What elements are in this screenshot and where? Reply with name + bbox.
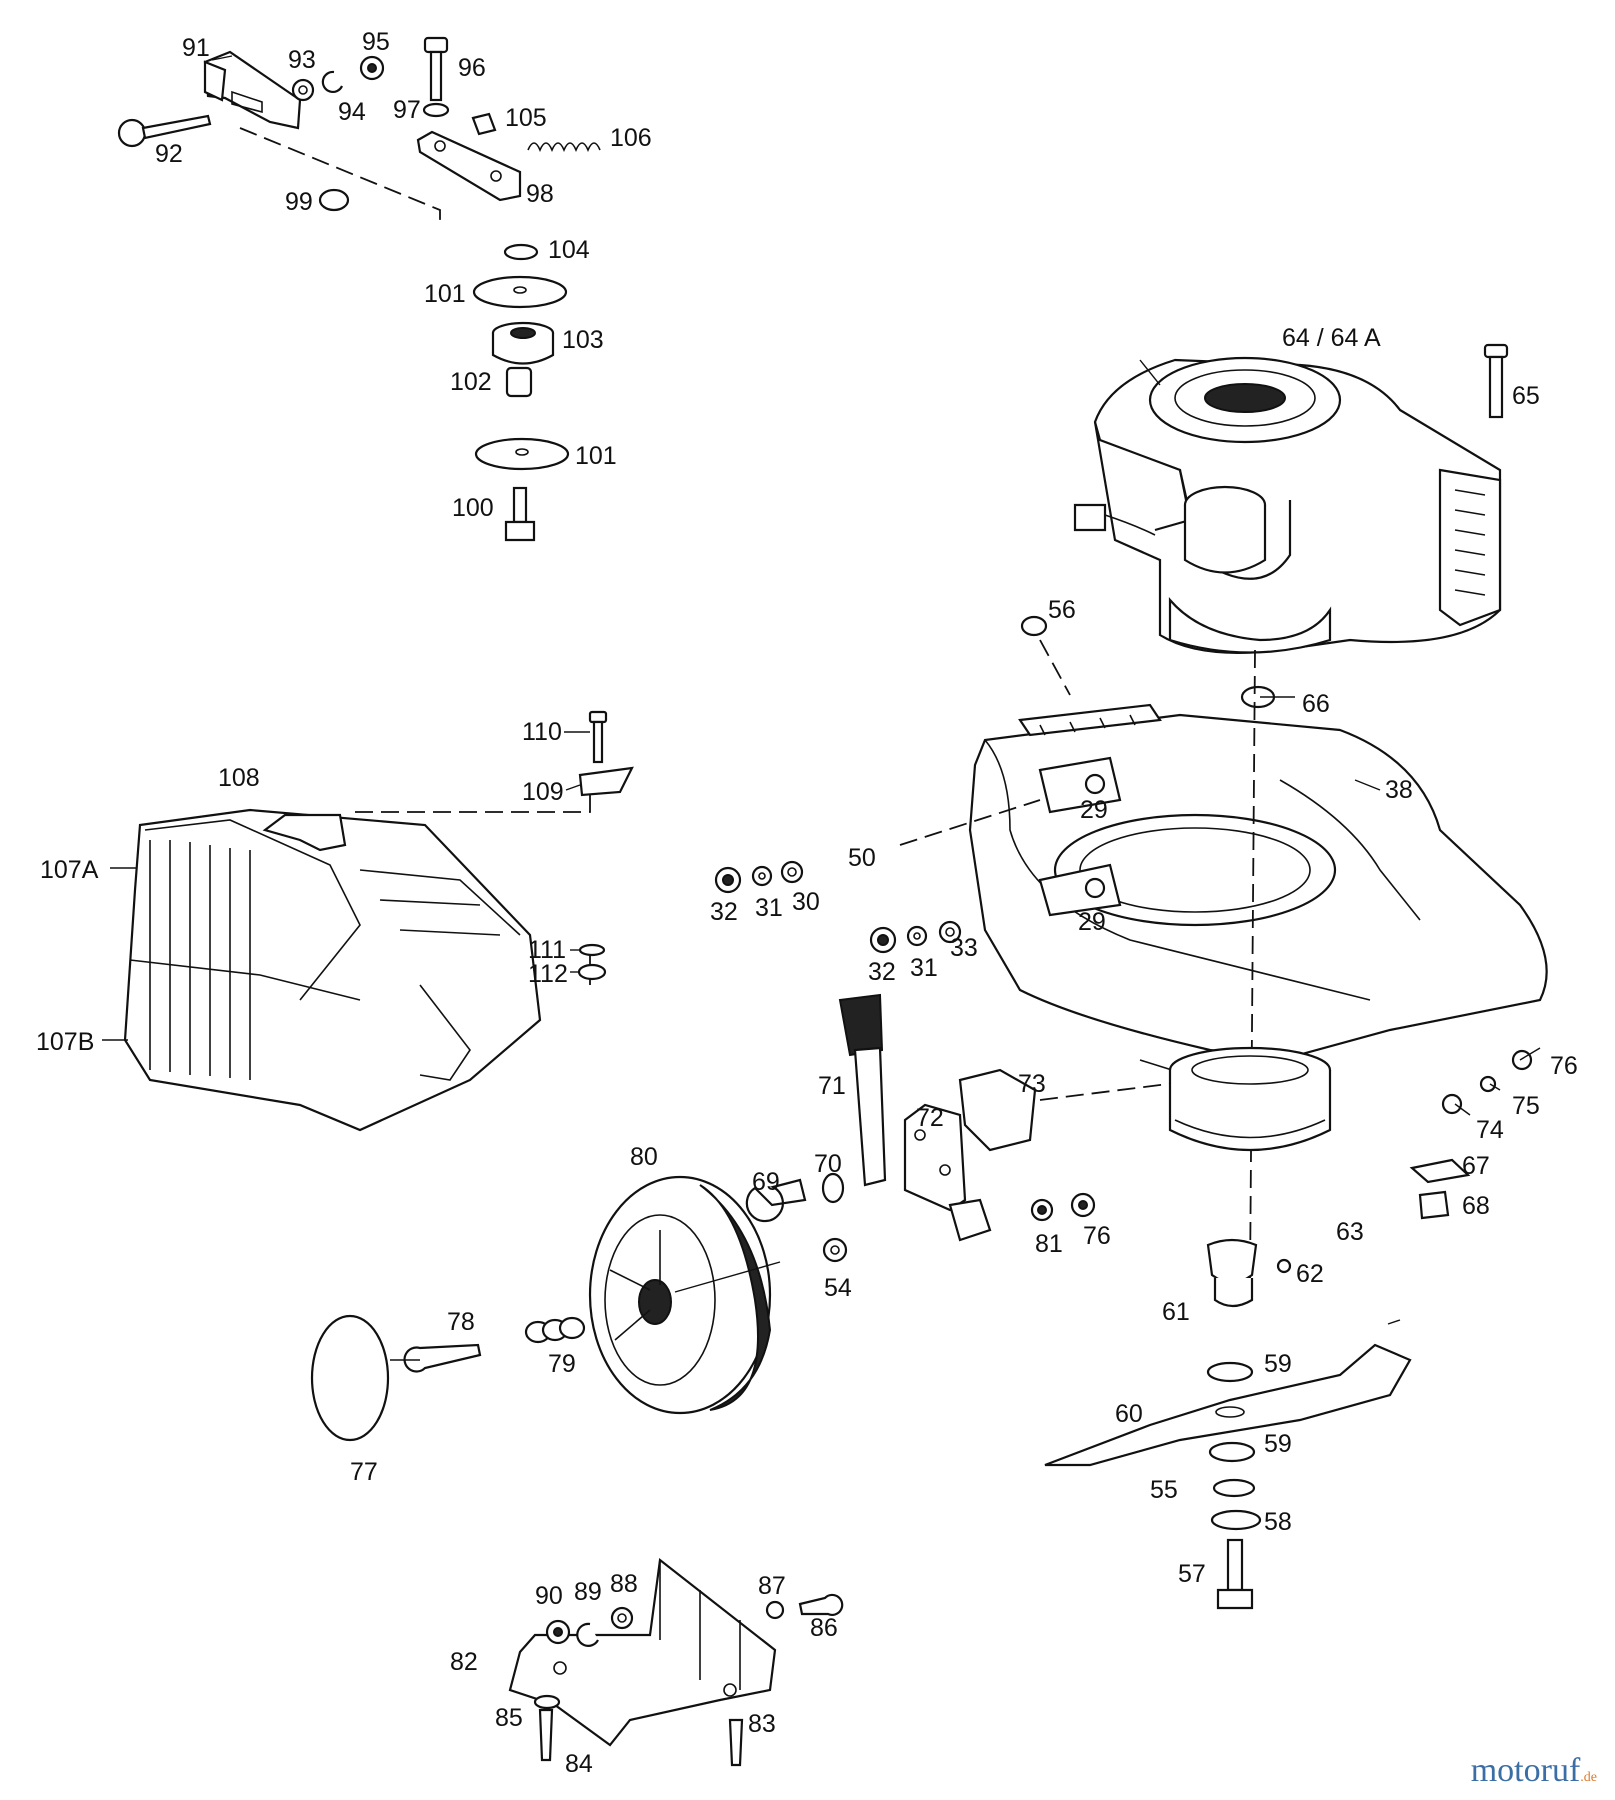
label-111: 111 [528,936,566,964]
part-labels: 91 92 93 94 95 96 97 98 99 105 106 104 1… [36,28,1578,1778]
label-100: 100 [452,494,494,522]
label-68: 68 [1462,1192,1490,1220]
label-81: 81 [1035,1230,1063,1258]
watermark-name: motoruf [1470,1752,1581,1789]
label-76-center: 76 [1083,1222,1111,1250]
label-32-left: 32 [710,898,738,926]
label-30: 30 [792,888,820,916]
label-59-bottom: 59 [1264,1430,1292,1458]
rear-deflector [508,1557,844,1767]
label-32-right: 32 [868,958,896,986]
label-106: 106 [610,124,652,152]
label-88: 88 [610,1570,638,1598]
label-64: 64 / 64 A [1282,324,1381,352]
label-107A: 107A [40,856,99,884]
label-94: 94 [338,98,366,126]
label-54: 54 [824,1274,852,1302]
label-104: 104 [548,236,590,264]
deck-housing [968,615,1548,1281]
label-65: 65 [1512,382,1540,410]
label-84: 84 [565,1750,593,1778]
label-91: 91 [182,34,210,62]
label-59-top: 59 [1264,1350,1292,1378]
label-101-top: 101 [424,280,466,308]
label-89: 89 [574,1578,602,1606]
label-79: 79 [548,1350,576,1378]
label-95: 95 [362,28,390,56]
label-85: 85 [495,1704,523,1732]
label-76-right: 76 [1550,1052,1578,1080]
label-98: 98 [526,180,554,208]
label-61: 61 [1162,1298,1190,1326]
wheel-height-lever [745,993,1201,1263]
label-60: 60 [1115,1400,1143,1428]
leader-lines [102,55,1541,1325]
label-56: 56 [1048,596,1076,624]
label-109: 109 [522,778,564,806]
label-80: 80 [630,1143,658,1171]
label-63: 63 [1336,1218,1364,1246]
label-69: 69 [752,1168,780,1196]
label-97: 97 [393,96,421,124]
label-72: 72 [916,1104,944,1132]
label-82: 82 [450,1648,478,1676]
label-86: 86 [810,1614,838,1642]
label-57: 57 [1178,1560,1206,1588]
label-62: 62 [1296,1260,1324,1288]
watermark-tld: .de [1580,1770,1597,1785]
label-33: 33 [950,934,978,962]
height-adjust-assembly [117,36,601,542]
engine [1073,343,1509,654]
label-77: 77 [350,1458,378,1486]
label-107B: 107B [36,1028,94,1056]
label-92: 92 [155,140,183,168]
blade-assembly [1044,1046,1533,1610]
label-99: 99 [285,188,313,216]
label-93: 93 [288,46,316,74]
label-74: 74 [1476,1116,1504,1144]
label-101-bottom: 101 [575,442,617,470]
label-58: 58 [1264,1508,1292,1536]
wheel [310,1175,781,1442]
label-38: 38 [1385,776,1413,804]
label-31-right: 31 [910,954,938,982]
label-87: 87 [758,1572,786,1600]
label-90: 90 [535,1582,563,1610]
label-102: 102 [450,368,492,396]
fastener-group-left [714,799,1041,954]
grass-catcher [123,710,634,1132]
label-96: 96 [458,54,486,82]
label-29-bottom: 29 [1078,908,1106,936]
label-112: 112 [528,960,568,988]
watermark-logo: motoruf.de [1471,1752,1597,1790]
label-55: 55 [1150,1476,1178,1504]
label-67: 67 [1462,1152,1490,1180]
label-29-top: 29 [1080,796,1108,824]
label-66: 66 [1302,690,1330,718]
label-71: 71 [818,1072,846,1100]
label-70: 70 [814,1150,842,1178]
label-31-left: 31 [755,894,783,922]
label-105: 105 [505,104,547,132]
label-108: 108 [218,764,260,792]
label-83: 83 [748,1710,776,1738]
label-50: 50 [848,844,876,872]
label-73: 73 [1018,1070,1046,1098]
label-78: 78 [447,1308,475,1336]
label-75: 75 [1512,1092,1540,1120]
label-103: 103 [562,326,604,354]
label-110: 110 [522,718,562,746]
